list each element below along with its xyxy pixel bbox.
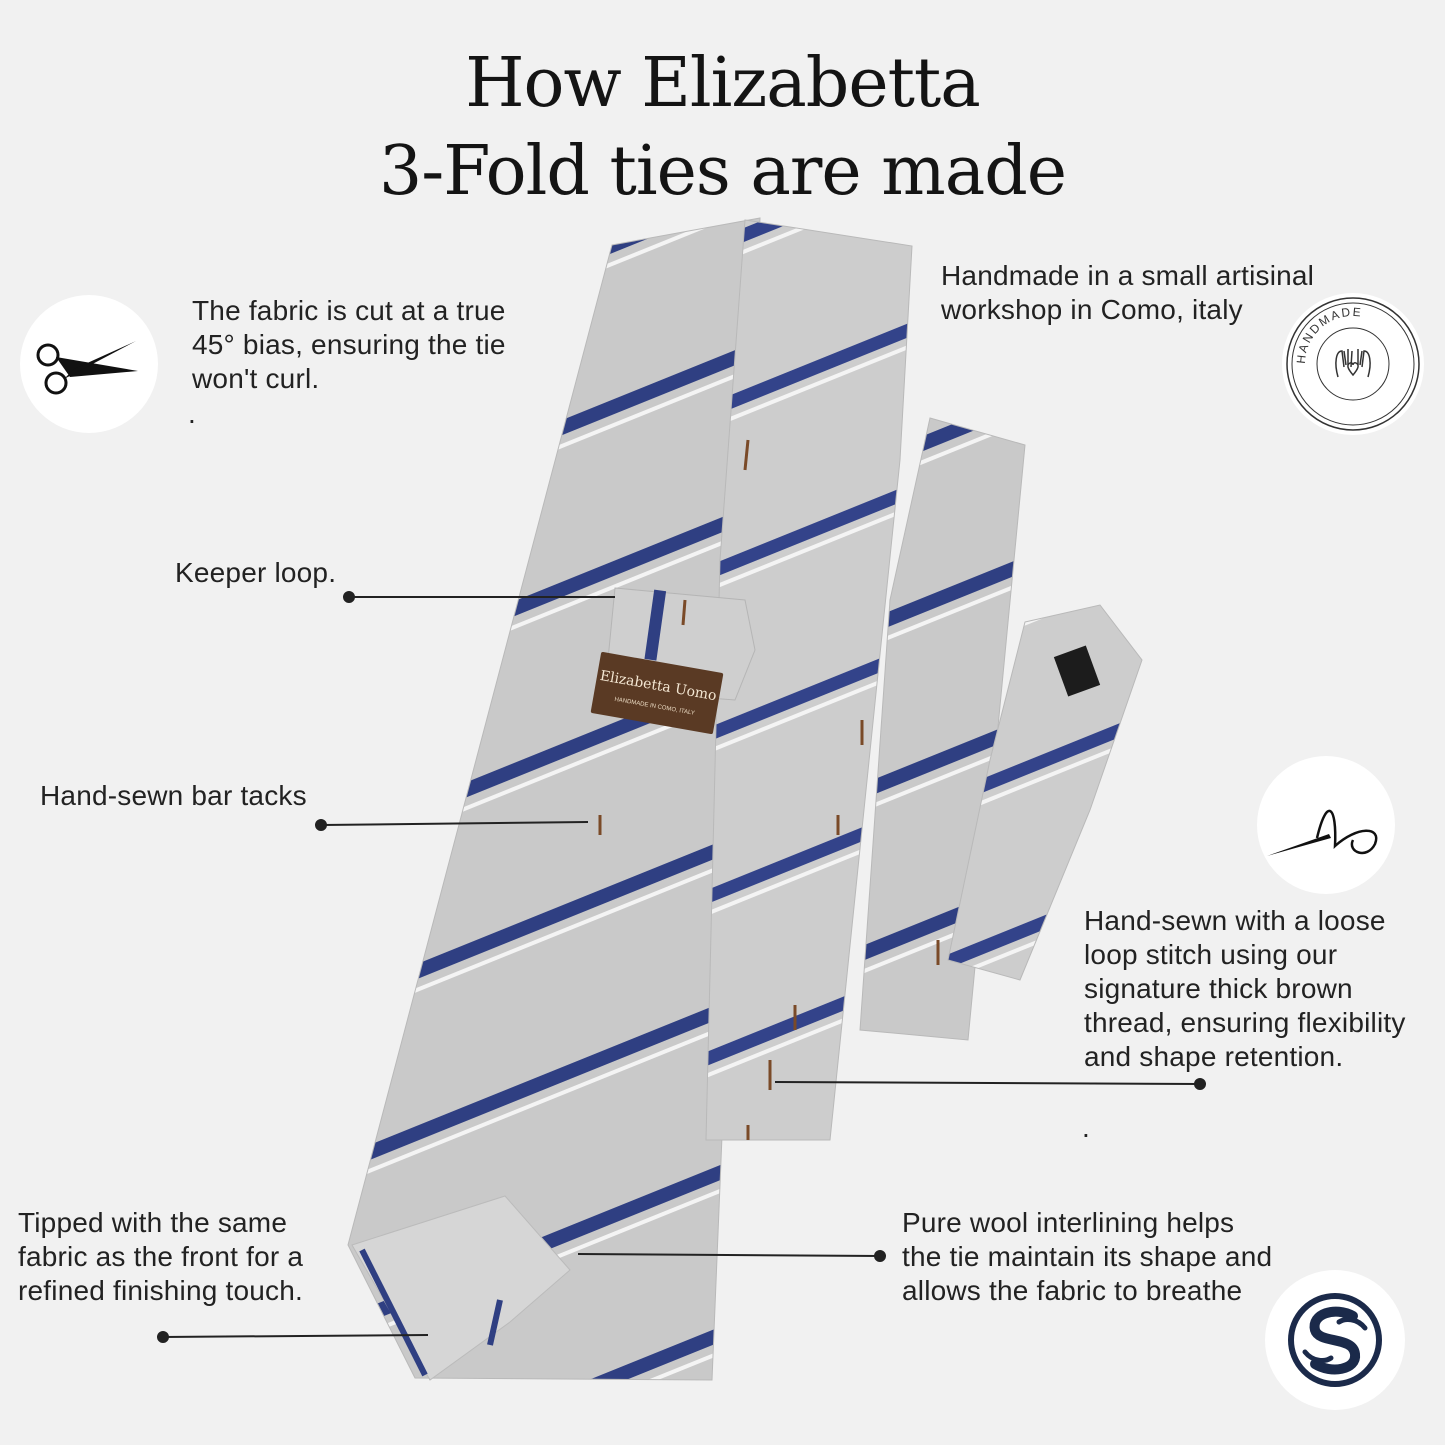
- wool-s-logo-icon: [1288, 1293, 1382, 1387]
- caption-tipped: Tipped with the same fabric as the front…: [18, 1207, 304, 1306]
- caption-loop-stitch-dot: .: [1082, 1112, 1090, 1143]
- title-line-1: How Elizabetta: [465, 44, 981, 123]
- tie-middle-blade: [705, 219, 913, 1141]
- caption-keeper-loop: Keeper loop.: [175, 557, 337, 588]
- needle-icon-circle: [1257, 756, 1395, 894]
- wool-logo-circle: [1265, 1270, 1405, 1410]
- caption-bar-tacks: Hand-sewn bar tacks: [40, 780, 307, 811]
- brand-label: Elizabetta Uomo HANDMADE IN COMO, ITALY: [590, 652, 724, 734]
- leader-lines: [157, 591, 1206, 1343]
- needle-thread-icon: [1267, 809, 1378, 856]
- brown-threads: [598, 439, 940, 1140]
- caption-handmade: Handmade in a small artisinal workshop i…: [941, 260, 1315, 325]
- care-label: [1053, 645, 1101, 697]
- caption-loop-stitch: Hand-sewn with a loose loop stitch using…: [1084, 905, 1406, 1072]
- scissors-icon-circle: [20, 295, 158, 433]
- caption-fabric-cut-dot: .: [188, 398, 196, 429]
- caption-fabric-cut: The fabric is cut at a true 45° bias, en…: [192, 295, 506, 394]
- title-line-2: 3-Fold ties are made: [378, 132, 1067, 211]
- tie-back-blade: [347, 217, 761, 1381]
- caption-interlining: Pure wool interlining helps the tie main…: [902, 1207, 1273, 1306]
- handmade-badge-icon: HANDMADE: [1286, 297, 1420, 431]
- scissors-icon: [36, 341, 138, 395]
- tie-narrow-blade: [859, 417, 1026, 1041]
- page-title: How Elizabetta 3-Fold ties are made: [0, 40, 1445, 216]
- handmade-badge-circle: HANDMADE: [1282, 293, 1424, 435]
- tie-tail-blade: [947, 604, 1143, 981]
